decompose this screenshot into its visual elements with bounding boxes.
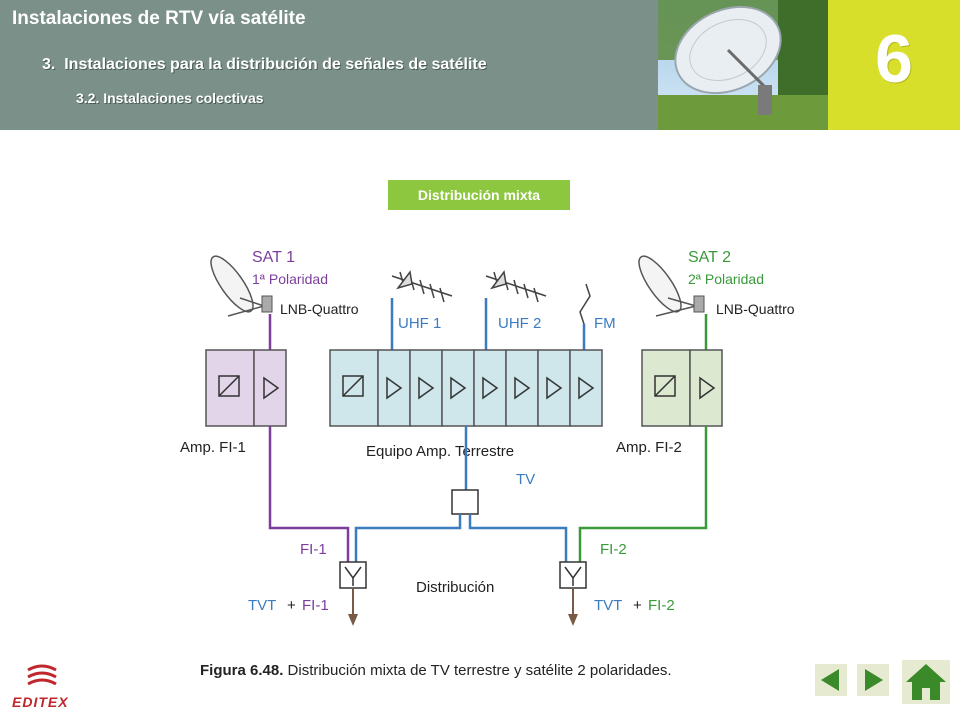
next-button[interactable] — [857, 664, 889, 696]
prev-button[interactable] — [815, 664, 847, 696]
satellite-dish-photo — [658, 0, 828, 130]
uhf1-antenna-icon — [391, 270, 453, 303]
tv-label: TV — [516, 471, 535, 488]
uhf1-label: UHF 1 — [398, 315, 441, 332]
subsection-title: 3.2. Instalaciones colectivas — [76, 90, 264, 106]
sat2-polarity-label: 2ª Polaridad — [688, 271, 764, 287]
distribution-label: Distribución — [416, 579, 494, 596]
uhf2-label: UHF 2 — [498, 315, 541, 332]
editex-logo-icon — [27, 664, 57, 686]
editex-logo: EDITEX — [10, 664, 74, 714]
home-icon — [902, 660, 950, 704]
fm-label: FM — [594, 315, 616, 332]
sat1-polarity-label: 1ª Polaridad — [252, 271, 328, 287]
figure-caption: Figura 6.48. Distribución mixta de TV te… — [200, 662, 672, 679]
sat1-label: SAT 1 — [252, 249, 295, 266]
fm-antenna-icon — [579, 283, 591, 325]
figure-label: Distribución mixta — [388, 180, 570, 210]
chapter-number: 6 — [875, 21, 913, 97]
combiner-1-icon — [339, 561, 367, 589]
amp-fi2-module — [641, 349, 723, 427]
arrow-right-icon — [857, 664, 889, 696]
amp-fi1-label: Amp. FI-1 — [180, 439, 246, 456]
output2-tvt-label: TVT — [594, 597, 622, 614]
output1-tvt-label: TVT — [248, 597, 276, 614]
dish-sat1-icon — [210, 255, 273, 317]
page-title: Instalaciones de RTV vía satélite — [12, 8, 306, 29]
amp-fi1-module — [205, 349, 287, 427]
output1-plus-label: + — [287, 597, 296, 614]
section-title: 3. Instalaciones para la distribución de… — [42, 56, 487, 73]
output2-plus-label: + — [633, 597, 642, 614]
home-button[interactable] — [902, 660, 950, 704]
combiner-2-icon — [559, 561, 587, 589]
brand-name: EDITEX — [12, 694, 69, 710]
chapter-badge: 6 — [828, 0, 960, 130]
fi1-label: FI-1 — [300, 541, 327, 558]
uhf2-antenna-icon — [485, 270, 547, 303]
terrestrial-equipment-label: Equipo Amp. Terrestre — [366, 443, 514, 460]
mixed-distribution-diagram: SAT 1 1ª Polaridad LNB-Quattro SAT 2 2ª … — [180, 249, 795, 626]
splitter-box — [451, 489, 479, 515]
terrestrial-amp-equipment — [329, 349, 603, 427]
amp-fi2-label: Amp. FI-2 — [616, 439, 682, 456]
output2-fi-label: FI-2 — [648, 597, 675, 614]
lnb2-label: LNB-Quattro — [716, 301, 795, 317]
caption-label: Figura 6.48. — [200, 662, 284, 679]
header-bar: Instalaciones de RTV vía satélite 3. Ins… — [0, 0, 658, 130]
output1-fi-label: FI-1 — [302, 597, 329, 614]
dish-sat2-icon — [638, 255, 705, 317]
lnb1-label: LNB-Quattro — [280, 301, 359, 317]
caption-text: Distribución mixta de TV terrestre y sat… — [283, 662, 672, 679]
fi2-label: FI-2 — [600, 541, 627, 558]
sat2-label: SAT 2 — [688, 249, 731, 266]
arrow-left-icon — [815, 664, 847, 696]
